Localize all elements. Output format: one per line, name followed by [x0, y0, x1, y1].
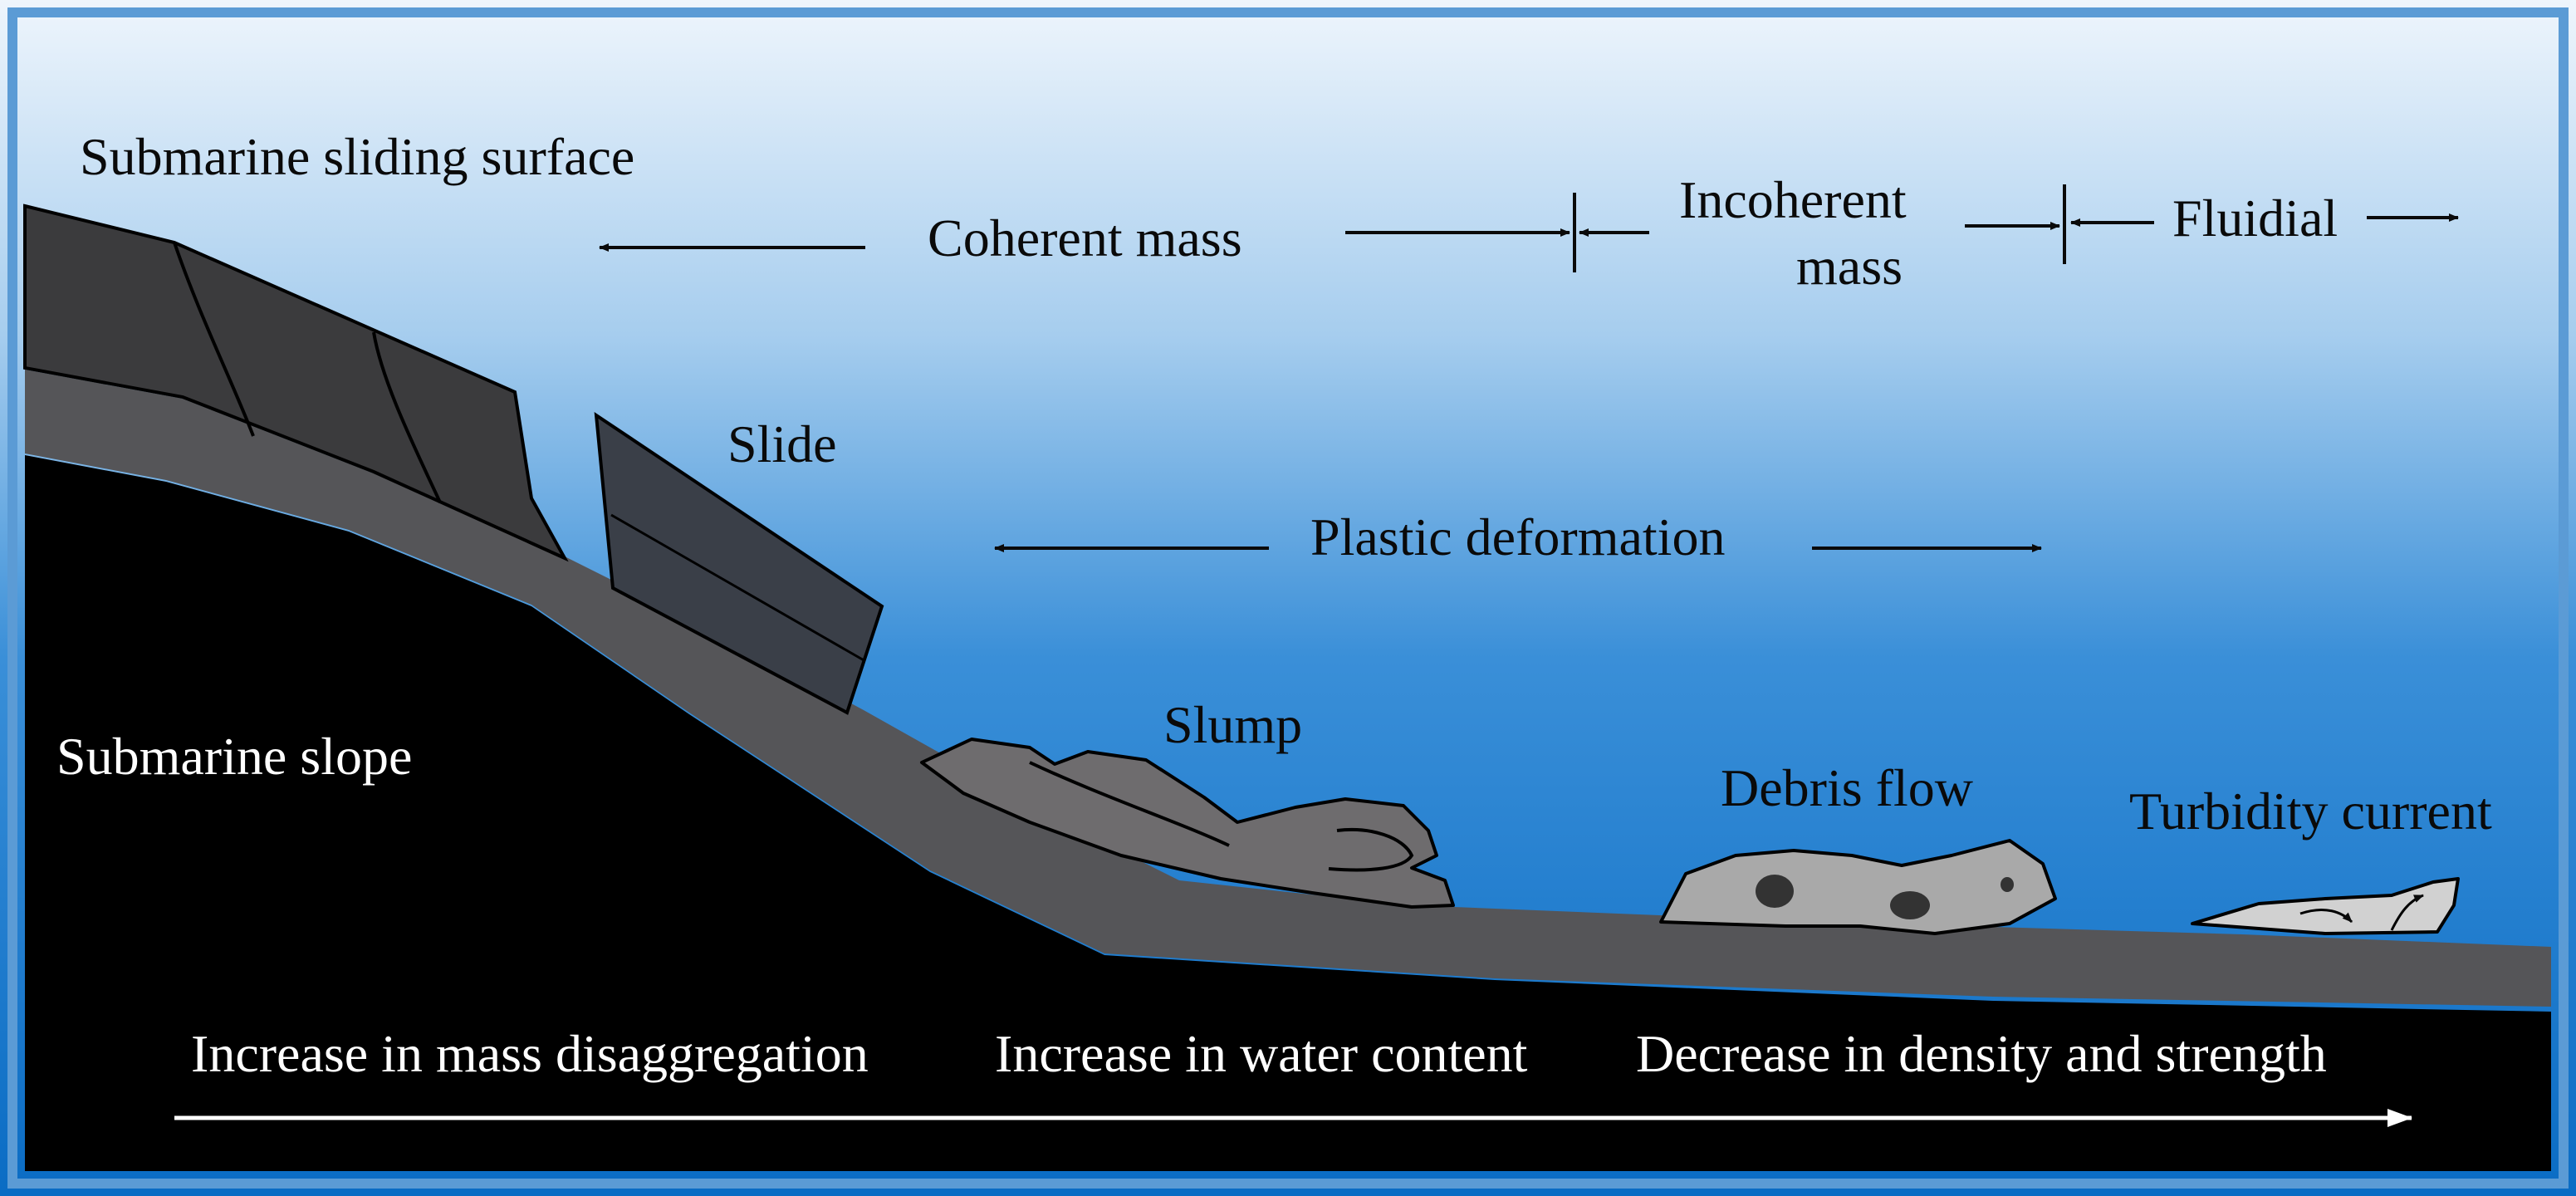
slide-block	[594, 411, 884, 715]
label-turbidity-current: Turbidity current	[2129, 782, 2492, 841]
turbidity-current-body	[2191, 877, 2460, 935]
slump-fold-line-1	[1029, 761, 1230, 847]
submarine-sliding-surface-block	[23, 203, 569, 562]
debris-clast-2	[1890, 891, 1930, 919]
debris-flow-body	[1659, 839, 2057, 935]
label-plastic-deformation: Plastic deformation	[1310, 507, 1725, 566]
slump-body	[920, 738, 1455, 909]
label-debris-flow: Debris flow	[1721, 758, 1973, 817]
slump-fold-line-2	[1328, 828, 1414, 872]
label-incoherent-mass-line1: Incoherent	[1679, 170, 1907, 229]
label-incoherent-mass-line2: mass	[1796, 237, 1903, 296]
debris-clast-3	[2001, 877, 2014, 892]
debris-clast-1	[1756, 875, 1794, 908]
trend-density-strength: Decrease in density and strength	[1636, 1024, 2327, 1083]
figure-border	[7, 7, 2569, 1189]
sliding-block-crack-2	[372, 331, 442, 503]
trend-mass-disaggregation: Increase in mass disaggregation	[191, 1024, 869, 1083]
slide-block-bedding	[610, 513, 866, 663]
label-submarine-slope: Submarine slope	[56, 727, 412, 786]
sliding-block-crack-1	[173, 242, 255, 437]
label-slump: Slump	[1163, 695, 1302, 754]
label-fluidial: Fluidial	[2172, 189, 2338, 248]
label-coherent-mass: Coherent mass	[928, 208, 1242, 267]
sediment-layer	[25, 370, 2551, 1007]
label-submarine-sliding-surface: Submarine sliding surface	[80, 127, 634, 186]
trend-water-content: Increase in water content	[995, 1024, 1528, 1083]
turbidity-swirl-arrow-2	[2390, 894, 2424, 931]
turbidity-swirl-arrow-1	[2299, 908, 2353, 924]
submarine-slope-bedrock	[25, 455, 2551, 1171]
label-slide: Slide	[727, 414, 837, 473]
